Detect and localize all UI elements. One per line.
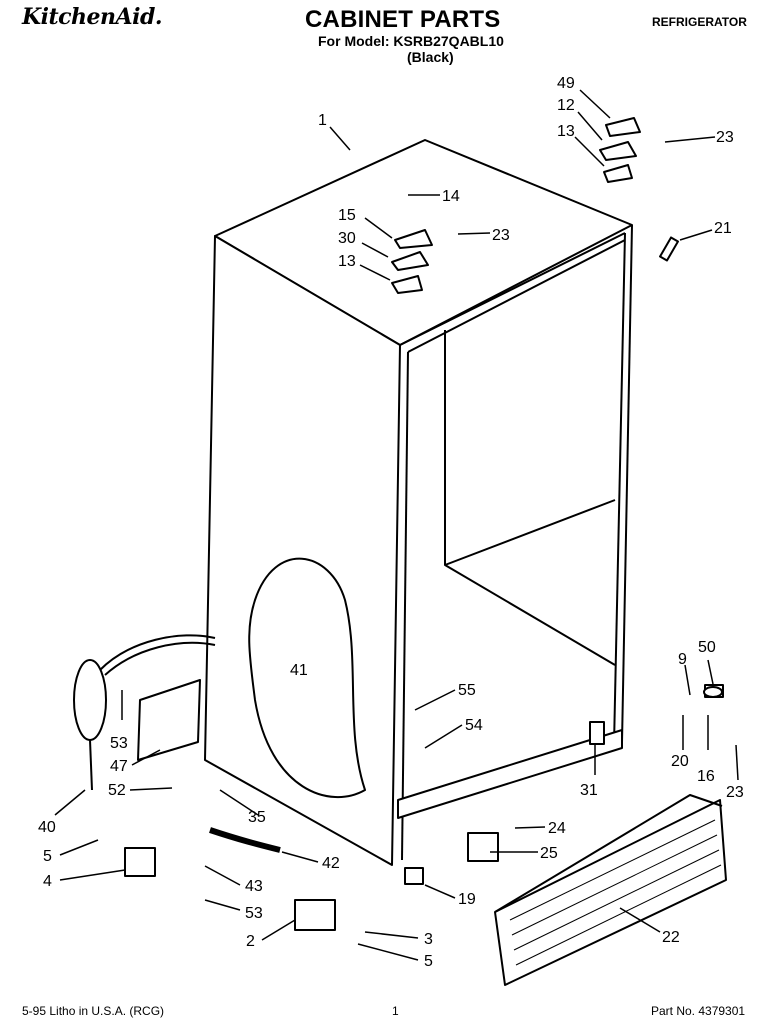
footer-page-number: 1	[392, 1004, 399, 1018]
callout-1: 1	[318, 112, 327, 129]
callout-49: 49	[557, 75, 575, 92]
callout-24: 24	[548, 820, 566, 837]
callout-3: 3	[424, 931, 433, 948]
callout-5: 5	[424, 953, 433, 970]
callout-14: 14	[442, 188, 460, 205]
callout-19: 19	[458, 891, 476, 908]
callout-22: 22	[662, 929, 680, 946]
callout-13: 13	[557, 123, 575, 140]
callout-13: 13	[338, 253, 356, 270]
callout-23: 23	[492, 227, 510, 244]
callout-9: 9	[678, 651, 687, 668]
color-line: (Black)	[407, 49, 454, 65]
callout-43: 43	[245, 878, 263, 895]
callout-12: 12	[557, 97, 575, 114]
callout-5: 5	[43, 848, 52, 865]
callout-42: 42	[322, 855, 340, 872]
callout-50: 50	[698, 639, 716, 656]
callout-4: 4	[43, 873, 52, 890]
page-title: CABINET PARTS	[305, 6, 501, 33]
model-line: For Model: KSRB27QABL10	[318, 33, 504, 49]
callout-30: 30	[338, 230, 356, 247]
callout-20: 20	[671, 753, 689, 770]
callout-16: 16	[697, 768, 715, 785]
callout-55: 55	[458, 682, 476, 699]
callout-21: 21	[714, 220, 732, 237]
category-label: REFRIGERATOR	[652, 15, 747, 29]
callout-31: 31	[580, 782, 598, 799]
footer-litho: 5-95 Litho in U.S.A. (RCG)	[22, 1004, 165, 1018]
callout-labels: 1 49 12 13 23 14 15 30 23 13 21 41 55 54…	[38, 75, 744, 970]
callout-40: 40	[38, 819, 56, 836]
callout-47: 47	[110, 758, 128, 775]
callout-35: 35	[248, 809, 266, 826]
callout-23: 23	[726, 784, 744, 801]
callout-54: 54	[465, 717, 483, 734]
callout-23: 23	[716, 129, 734, 146]
callout-41: 41	[290, 662, 308, 679]
footer-part-number: Part No. 4379301	[651, 1004, 746, 1018]
callout-52: 52	[108, 782, 126, 799]
callout-15: 15	[338, 207, 356, 224]
callout-53: 53	[245, 905, 263, 922]
callout-53: 53	[110, 735, 128, 752]
callout-25: 25	[540, 845, 558, 862]
brand-logo: KitchenAid.	[22, 4, 163, 30]
callout-2: 2	[246, 933, 255, 950]
